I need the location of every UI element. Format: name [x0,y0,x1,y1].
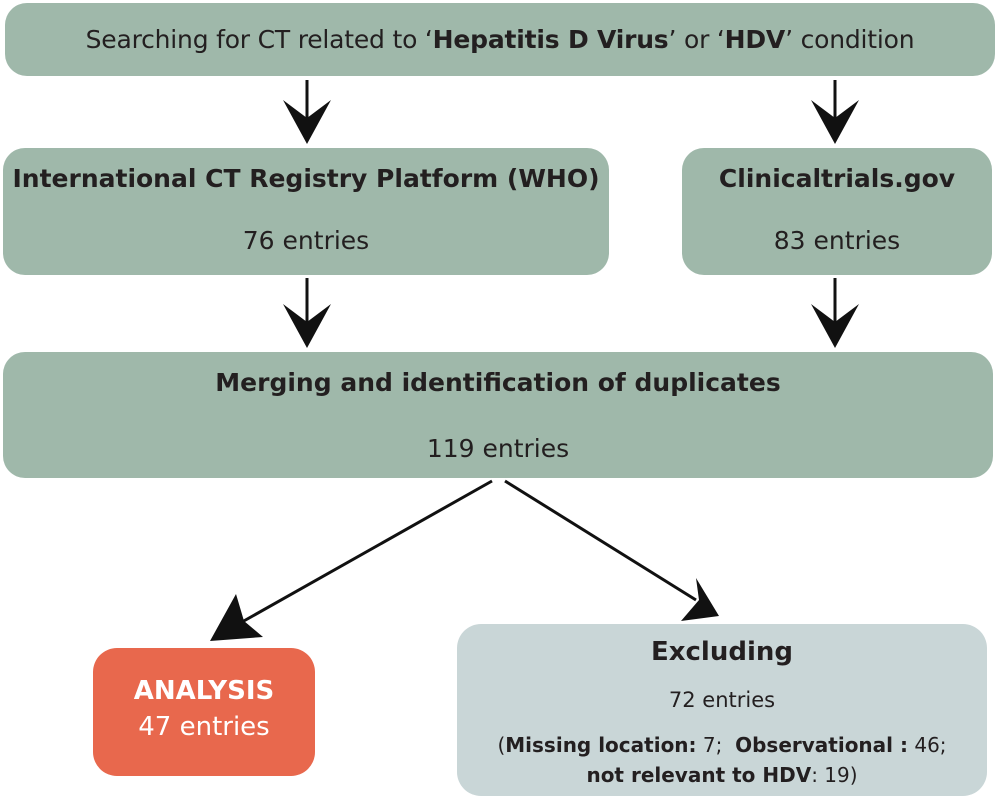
analysis-count: 47 entries [138,712,270,742]
excluding-title: Excluding [650,637,793,667]
excluding-breakdown: (Missing location: 7; Observational : 46… [457,730,987,790]
arrowhead-excluding [681,578,719,621]
search-term-hdv-full: Hepatitis D Virus [432,25,669,54]
not-relevant-label: not relevant to HDV [586,763,812,787]
excluding-breakdown-line-1: (Missing location: 7; Observational : 46… [497,733,947,757]
analysis-box: ANALYSIS 47 entries [93,648,315,776]
observational-value: 46; [907,733,947,757]
who-registry-title: International CT Registry Platform (WHO) [12,164,600,193]
search-term-hdv: HDV [724,25,786,54]
arrowhead-ctgov [811,100,859,144]
excluding-box: Excluding 72 entries (Missing location: … [457,624,987,796]
observational-label: Observational : [735,733,908,757]
arrowhead-merge-left [283,304,331,348]
search-criteria-box: Searching for CT related to ‘Hepatitis D… [5,3,995,76]
merge-duplicates-box: Merging and identification of duplicates… [3,352,993,478]
who-registry-count: 76 entries [242,226,370,255]
clinicaltrials-gov-box: Clinicaltrials.gov 83 entries [682,148,992,275]
clinicaltrials-gov-title: Clinicaltrials.gov [718,164,956,193]
search-criteria-text: Searching for CT related to ‘Hepatitis D… [85,25,915,54]
arrowhead-who [283,100,331,144]
arrowhead-analysis [210,594,263,641]
missing-location-label: Missing location: [505,733,697,757]
missing-location-value: 7; [696,733,723,757]
analysis-title: ANALYSIS [133,676,275,706]
arrow-merge-to-analysis [241,479,493,624]
merge-duplicates-count: 119 entries [426,434,570,463]
not-relevant-value: : 19) [811,763,858,787]
clinicaltrials-gov-count: 83 entries [773,226,901,255]
arrowhead-merge-right [811,304,859,348]
excluding-count: 72 entries [668,688,776,712]
merge-duplicates-title: Merging and identification of duplicates [215,368,781,397]
excluding-breakdown-line-2: not relevant to HDV: 19) [457,760,987,790]
who-registry-box: International CT Registry Platform (WHO)… [3,148,609,275]
arrow-merge-to-excluding [504,479,697,602]
